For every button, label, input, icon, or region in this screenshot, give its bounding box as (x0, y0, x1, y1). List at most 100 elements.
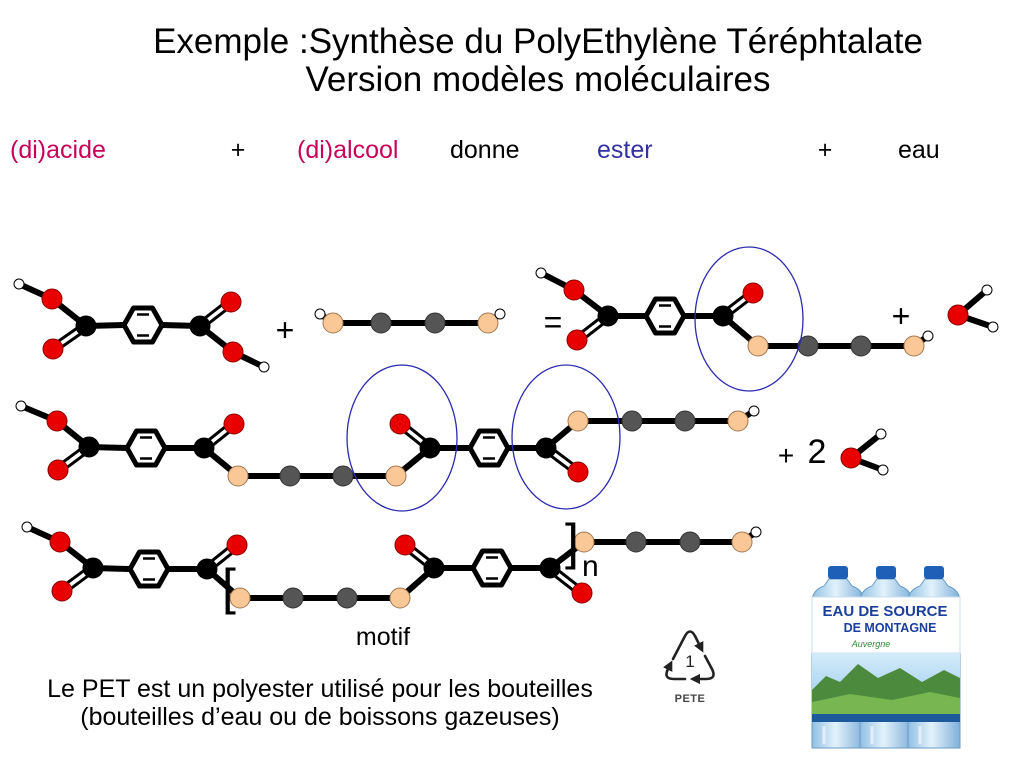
ester-oxygen-atom (389, 587, 411, 609)
chain-carbon-atom (282, 587, 304, 609)
carbon-atom (712, 305, 734, 327)
chain-carbon-atom (674, 410, 696, 432)
oxygen-atom (49, 531, 71, 553)
chain-carbon-atom (424, 312, 446, 334)
ester-oxygen-atom (385, 465, 407, 487)
recycling-symbol: 1 PETE (663, 630, 715, 705)
bottle-label (811, 596, 961, 654)
atoms (15, 400, 760, 487)
hydrogen-atom (877, 464, 889, 476)
benzene-ring (643, 296, 687, 336)
oxygen-atom (51, 580, 73, 602)
atoms (947, 284, 999, 333)
chain-carbon-atom (679, 531, 701, 553)
resin-label: PETE (675, 693, 706, 705)
carbon-atom (189, 315, 211, 337)
atoms (535, 267, 934, 357)
ethylene-glycol-molecule (314, 308, 506, 334)
reaction-2-plus: + (778, 440, 794, 471)
hydrogen-atom (535, 267, 547, 279)
ring-outline (470, 548, 514, 588)
resin-code: 1 (685, 652, 694, 671)
reaction-1-plus-water: + (892, 298, 911, 334)
diacid-label: (di)acide (10, 136, 106, 164)
hydrogen-atom (750, 526, 762, 538)
word-equation-plus-1: + (231, 136, 246, 164)
reaction-1-plus: + (276, 312, 295, 348)
benzene-ring (127, 549, 171, 589)
bottle-region: Auvergne (851, 639, 891, 649)
oxygen-atom (220, 291, 242, 313)
chain-carbon-atom (797, 335, 819, 357)
water-bottle-pack-image: EAU DE SOURCE DE MONTAGNE Auvergne (811, 566, 961, 749)
water-label: eau (898, 136, 940, 164)
recycling-arrows-icon (663, 630, 715, 685)
ester-label: ester (597, 136, 653, 164)
gives-label: donne (450, 136, 520, 164)
oxygen-atom (226, 534, 248, 556)
bonds (318, 311, 502, 326)
chain-carbon-atom (370, 312, 392, 334)
hydrogen-atom (875, 428, 887, 440)
recycling-arrow (671, 630, 704, 661)
oxygen-atom (947, 304, 969, 326)
hydrogen-atom (922, 330, 934, 342)
atoms (13, 278, 270, 373)
carbon-atom (597, 305, 619, 327)
bottle-cap (828, 566, 848, 579)
ester-group-highlights (346, 246, 804, 512)
ester-group-highlight-ellipse (346, 364, 458, 512)
chain-carbon-atom (621, 410, 643, 432)
carbon-atom (78, 436, 100, 458)
oxygen-atom (41, 288, 63, 310)
ring-outline (124, 428, 168, 468)
oxygen-atom (223, 413, 245, 435)
hydrogen-atom (314, 308, 326, 320)
oxygen-atom (222, 341, 244, 363)
oxygen-atom (42, 338, 64, 360)
ester-oxygen-atom (573, 531, 595, 553)
monoester-molecule (535, 267, 934, 357)
caption-line-1: Le PET est un polyester utilisé pour les… (47, 675, 593, 703)
repeat-unit-label: motif (356, 623, 410, 651)
oxygen-atom (571, 582, 593, 604)
hydrogen-atom (258, 361, 270, 373)
bottle-brand-line-2: DE MONTAGNE (844, 621, 937, 635)
bottle-cap (924, 566, 944, 579)
carbon-atom (535, 437, 557, 459)
benzene-ring (467, 428, 511, 468)
word-equation: (di)acide + (di)alcool donne ester + eau (10, 136, 940, 164)
carbon-atom (75, 315, 97, 337)
hydrogen-atom (987, 321, 999, 333)
ester-oxygen-atom (322, 312, 344, 334)
chain-carbon-atom (336, 587, 358, 609)
bonds (539, 270, 930, 349)
oxygen-atom (566, 329, 588, 351)
slide-title-line-1: Exemple :Synthèse du PolyEthylène Téréph… (153, 22, 923, 61)
ester-oxygen-atom (731, 531, 753, 553)
ester-oxygen-atom (227, 465, 249, 487)
ring-outline (121, 305, 165, 345)
chain-carbon-atom (332, 465, 354, 487)
hydrogen-atom (748, 405, 760, 417)
chain-carbon-atom (625, 531, 647, 553)
dialcohol-label: (di)alcool (297, 136, 398, 164)
hydrogen-atom (15, 400, 27, 412)
atoms (21, 521, 762, 609)
carbon-atom (196, 558, 218, 580)
repeat-unit-close-bracket: ] (565, 514, 579, 570)
ester-oxygen-atom (903, 335, 925, 357)
oxygen-atom (394, 534, 416, 556)
ester-group-highlight-ellipse (694, 246, 804, 392)
hydrogen-atom (13, 278, 25, 290)
reaction-1-equals: = (544, 304, 563, 340)
hydrogen-atom (494, 308, 506, 320)
atoms (840, 428, 889, 476)
oxygen-atom (563, 279, 585, 301)
benzene-ring (124, 428, 168, 468)
label-bottom-band (812, 714, 960, 722)
repeat-unit-open-bracket: [ (222, 559, 236, 615)
water-molecule (947, 284, 999, 333)
